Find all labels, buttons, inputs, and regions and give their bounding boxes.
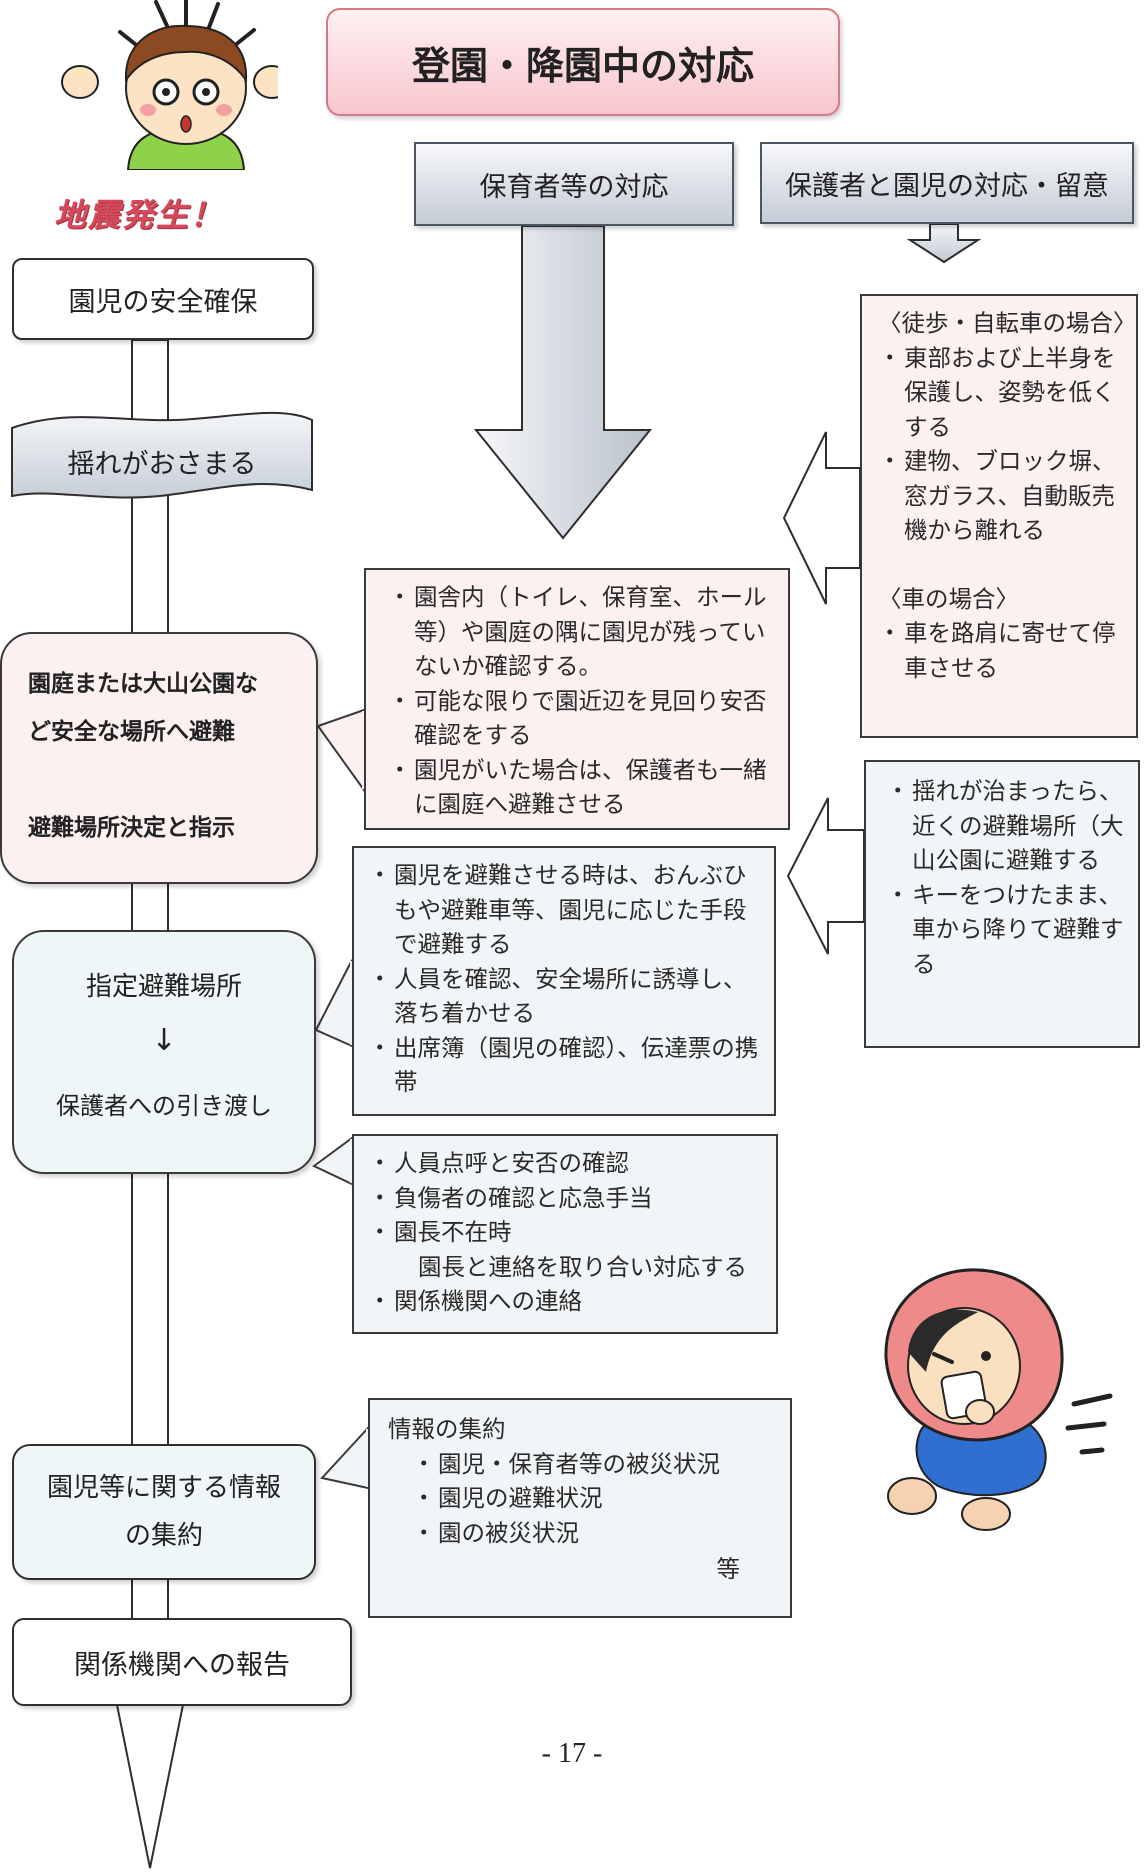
note-walk-bike-heading: 〈徒歩・自転車の場合〉	[878, 309, 1137, 337]
note-walk-bike-item: 建物、ブロック塀、窓ガラス、自動販売機から離れる	[878, 444, 1130, 548]
earthquake-label: 地震発生！	[54, 196, 225, 234]
flow-designated-arrow: ↓	[151, 1023, 177, 1058]
note-after-shaking-item: キーをつけたまま、車から降りて避難する	[886, 878, 1132, 982]
page-number: - 17 -	[541, 1738, 603, 1769]
note-car-heading: 〈車の場合〉	[878, 584, 1019, 613]
parents-header: 保護者と園児の対応・留意	[760, 142, 1134, 224]
flow-info-line2: の集約	[124, 1521, 203, 1551]
note-evacuation-item: 園児を避難させる時は、おんぶひもや避難車等、園児に応じた手段で避難する	[368, 858, 764, 962]
note-info-etc: 等	[716, 1555, 741, 1583]
note-roll-call-item: 園長不在時	[368, 1215, 766, 1250]
note-evacuation-means: 園児を避難させる時は、おんぶひもや避難車等、園児に応じた手段で避難する 人員を確…	[352, 846, 776, 1116]
note-info-item: 園の被災状況	[412, 1516, 780, 1551]
note-roll-call-item: 関係機関への連絡	[368, 1284, 766, 1319]
flow-report: 関係機関への報告	[12, 1618, 352, 1706]
flow-info-collection: 園児等に関する情報 の集約	[12, 1444, 316, 1580]
parents-left-arrow-1	[782, 431, 861, 605]
note-roll-call-item: 人員点呼と安否の確認	[368, 1146, 766, 1181]
parents-left-arrow-2	[786, 797, 865, 955]
flow-designated-line1: 指定避難場所	[85, 972, 242, 1002]
page-title: 登園・降園中の対応	[326, 8, 840, 116]
flow-evacuate-line1: 園庭または大山公園な	[28, 671, 258, 697]
note-evacuation-item: 出席簿（園児の確認）、伝達票の携帯	[368, 1031, 764, 1100]
flow-shaking-stops: 揺れがおさまる	[67, 448, 257, 480]
flow-evacuate-line3: 避難場所決定と指示	[28, 815, 235, 841]
note-walk-bike: 〈徒歩・自転車の場合〉 東部および上半身を保護し、姿勢を低くする 建物、ブロック…	[860, 294, 1138, 738]
note-info-collection: 情報の集約 園児・保育者等の被災状況 園児の避難状況 園の被災状況 等	[368, 1398, 792, 1618]
note-car-item: 車を路肩に寄せて停車させる	[878, 616, 1130, 685]
note-info-item: 園児の避難状況	[412, 1481, 780, 1516]
note-roll-call-indent: 園長と連絡を取り合い対応する	[418, 1252, 747, 1281]
staff-header: 保育者等の対応	[414, 142, 734, 226]
note-walk-bike-item: 東部および上半身を保護し、姿勢を低くする	[878, 341, 1130, 445]
running-child-icon	[884, 1268, 1113, 1531]
flow-info-line1: 園児等に関する情報	[46, 1473, 281, 1503]
note-roll-call: 人員点呼と安否の確認 負傷者の確認と応急手当 園長不在時 園長と連絡を取り合い対…	[352, 1134, 778, 1334]
flow-evacuate: 園庭または大山公園な ど安全な場所へ避難 避難場所決定と指示	[0, 632, 318, 884]
note-evacuation-item: 人員を確認、安全場所に誘導し、落ち着かせる	[368, 962, 764, 1031]
parents-down-arrow	[906, 223, 982, 264]
flow-designated-place: 指定避難場所 ↓ 保護者への引き渡し	[12, 930, 316, 1174]
staff-down-arrow	[473, 225, 653, 540]
note-check-premises: 園舎内（トイレ、保育室、ホール等）や園庭の隅に園児が残っていないか確認する。 可…	[364, 568, 790, 830]
note-check-item: 可能な限りで園近辺を見回り安否確認をする	[388, 684, 774, 753]
flow-designated-line2: 保護者への引き渡し	[56, 1092, 272, 1120]
note-check-item: 園児がいた場合は、保護者も一緒に園庭へ避難させる	[388, 753, 774, 822]
note-info-heading: 情報の集約	[388, 1415, 506, 1443]
shaking-banner-shape	[11, 411, 313, 499]
flow-evacuate-line2: ど安全な場所へ避難	[28, 719, 235, 745]
note-roll-call-item: 負傷者の確認と応急手当	[368, 1181, 766, 1216]
note-info-item: 園児・保育者等の被災状況	[412, 1447, 780, 1482]
scared-child-icon	[61, 0, 278, 170]
note-after-shaking-item: 揺れが治まったら、近くの避難場所（大山公園に避難する	[886, 774, 1132, 878]
note-check-item: 園舎内（トイレ、保育室、ホール等）や園庭の隅に園児が残っていないか確認する。	[388, 580, 774, 684]
flow-secure-children: 園児の安全確保	[12, 258, 314, 340]
note-after-shaking: 揺れが治まったら、近くの避難場所（大山公園に避難する キーをつけたまま、車から降…	[864, 760, 1140, 1048]
